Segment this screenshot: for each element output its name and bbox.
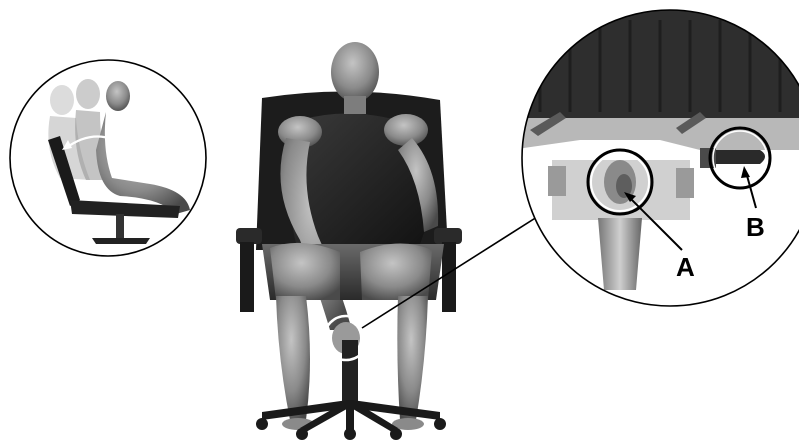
- callout-a-label: A: [676, 252, 695, 282]
- user-right-leg: [397, 296, 428, 420]
- callout-b-label: B: [746, 212, 765, 242]
- mechanism-gas-lift: [598, 218, 642, 290]
- user-left-leg: [276, 296, 310, 420]
- height-adjust-lever: [712, 150, 765, 164]
- recline-inset: [10, 60, 206, 256]
- right-armrest: [434, 228, 462, 244]
- seated-user-figure: [236, 42, 462, 440]
- mechanism-detail-inset: A B: [510, 0, 799, 306]
- chair-gas-lift: [342, 340, 358, 402]
- left-armrest: [236, 228, 262, 244]
- user-head: [331, 42, 379, 102]
